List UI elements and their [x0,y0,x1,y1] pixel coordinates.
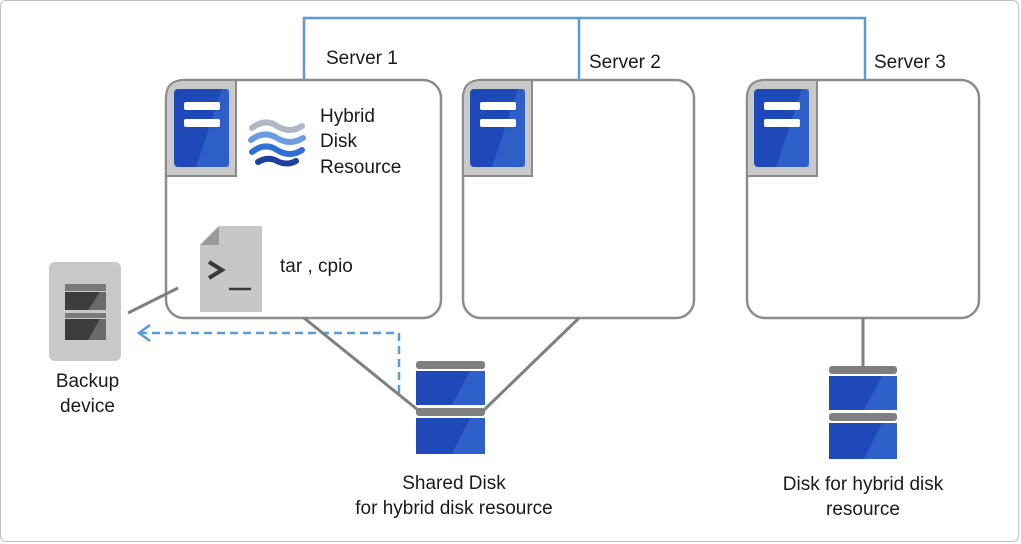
command-label: tar , cpio [280,256,353,277]
backup-device-icon [49,262,121,361]
network-line-top [302,16,867,80]
hybrid-disk-icon [829,366,897,459]
backup-label-line2: device [60,396,115,417]
shared-disk-icon [416,361,485,454]
server-3-label: Server 3 [874,52,946,73]
terminal-file-icon [200,226,262,312]
hybrid-disk-label-line2: resource [826,499,900,520]
backup-link-line [127,286,179,315]
hybrid-label-line1: Hybrid [320,106,375,127]
backup-arrow [136,323,401,393]
server-3-icon [746,79,818,177]
server1-disk-link [303,316,419,412]
server2-disk-link [482,316,581,412]
hybrid-disk-resource-icon [248,116,306,170]
shared-disk-label-line1: Shared Disk [402,473,506,494]
hybrid-label-line2: Disk [320,131,357,152]
backup-label-line1: Backup [55,371,120,392]
server-2-label: Server 2 [589,52,661,73]
hybrid-disk-label-line1: Disk for hybrid disk [782,474,944,495]
server-2-icon [462,79,533,177]
shared-disk-label-line2: for hybrid disk resource [355,498,553,519]
hybrid-label-line3: Resource [320,157,402,178]
network-lines [302,16,867,80]
server-1-label: Server 1 [326,48,398,69]
server-1-icon [165,79,237,177]
